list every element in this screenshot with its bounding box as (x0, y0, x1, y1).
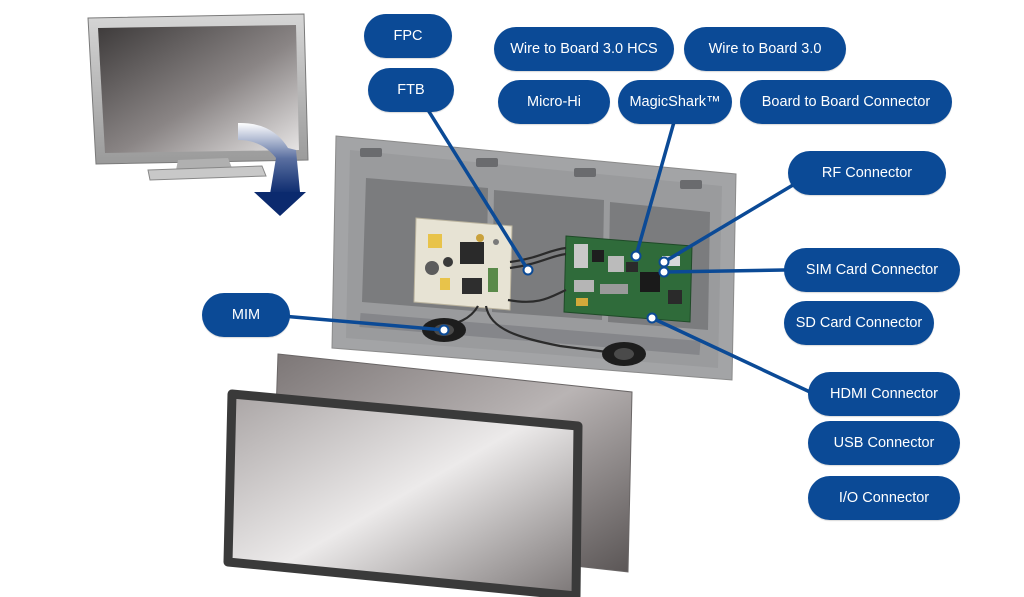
wire-to-board-label[interactable]: Wire to Board 3.0 (684, 27, 846, 71)
wire-to-board-text: Wire to Board 3.0 (708, 41, 822, 57)
magicshark-text: MagicShark™ (629, 94, 721, 110)
board-to-board-label[interactable]: Board to Board Connector (740, 80, 952, 124)
leader-hdmi (650, 316, 812, 394)
exploded-view-arrow (238, 122, 306, 216)
board-to-board-text: Board to Board Connector (761, 94, 931, 110)
ftb-label[interactable]: FTB (368, 68, 454, 112)
power-supply-board (413, 217, 513, 311)
tv-set (87, 13, 309, 181)
wire-to-board-hcs-text: Wire to Board 3.0 HCS (510, 41, 658, 57)
leader-rf (662, 180, 800, 264)
sim-card-connector-label[interactable]: SIM Card Connector (784, 248, 960, 292)
sim-card-connector-text: SIM Card Connector (805, 262, 939, 278)
front-bezel-frame (223, 389, 583, 597)
leader-lines (280, 108, 812, 394)
io-connector-label[interactable]: I/O Connector (808, 476, 960, 520)
sd-card-connector-text: SD Card Connector (795, 315, 923, 331)
mim-text: MIM (231, 307, 261, 323)
ftb-text: FTB (397, 82, 425, 98)
io-connector-text: I/O Connector (838, 490, 930, 506)
leader-ftb (426, 108, 530, 272)
hdmi-connector-text: HDMI Connector (830, 386, 938, 402)
fpc-text: FPC (393, 28, 423, 44)
rf-connector-label[interactable]: RF Connector (788, 151, 946, 195)
main-board (563, 235, 693, 323)
rf-connector-text: RF Connector (821, 165, 913, 181)
leader-dots (438, 250, 670, 336)
micro-hi-label[interactable]: Micro-Hi (498, 80, 610, 124)
fpc-label[interactable]: FPC (364, 14, 452, 58)
wire-to-board-hcs-label[interactable]: Wire to Board 3.0 HCS (494, 27, 674, 71)
sd-card-connector-label[interactable]: SD Card Connector (784, 301, 934, 345)
usb-connector-label[interactable]: USB Connector (808, 421, 960, 465)
micro-hi-text: Micro-Hi (527, 94, 581, 110)
usb-connector-text: USB Connector (833, 435, 935, 451)
leader-magicshark (634, 120, 676, 258)
hdmi-connector-label[interactable]: HDMI Connector (808, 372, 960, 416)
leader-mim (280, 314, 446, 332)
mim-label[interactable]: MIM (202, 293, 290, 337)
magicshark-label[interactable]: MagicShark™ (618, 80, 732, 124)
rear-chassis (331, 135, 737, 381)
leader-sim (662, 268, 786, 274)
